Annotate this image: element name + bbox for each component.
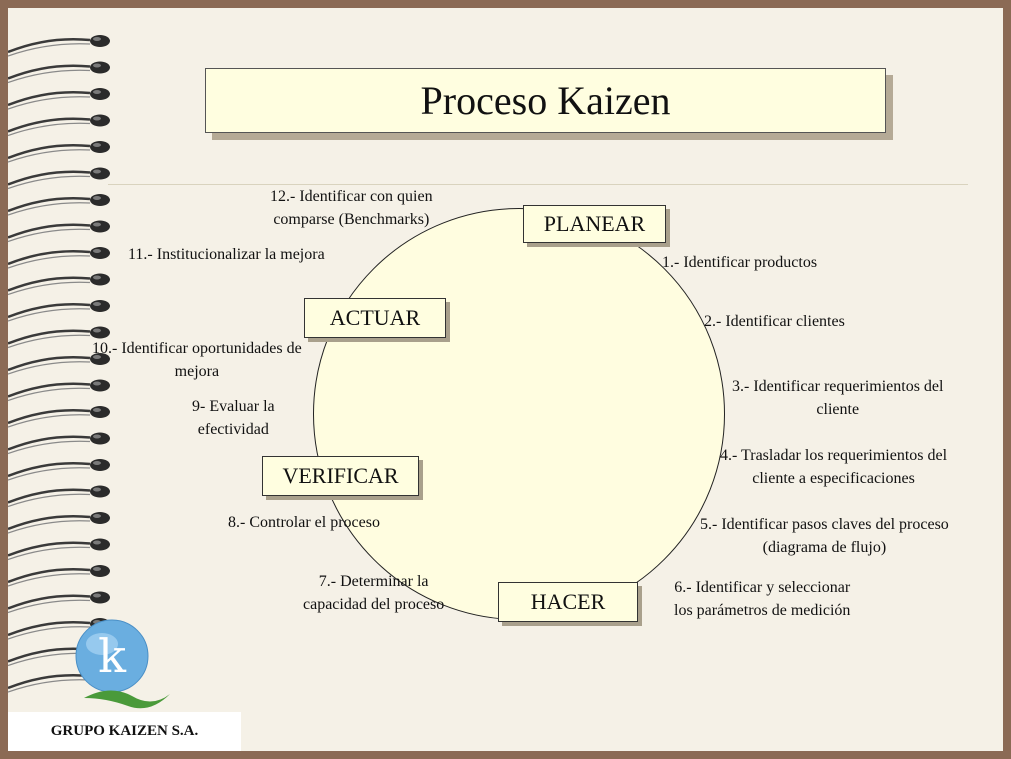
spiral-ring — [8, 300, 110, 322]
step-10-line-2: mejora — [174, 363, 220, 380]
phase-planear: PLANEAR — [523, 205, 666, 243]
step-8: 8.- Controlar el proceso — [228, 511, 380, 534]
spiral-ring — [8, 167, 110, 190]
kaizen-logo-icon: k — [75, 619, 170, 709]
spiral-ring — [8, 326, 110, 349]
step-3-line-1: 3.- Identificar requerimientos del — [732, 378, 944, 395]
step-5-line-2: (diagrama de flujo) — [762, 539, 887, 556]
step-9-line-1: 9- Evaluar la — [192, 398, 275, 415]
spiral-ring — [8, 114, 110, 137]
spiral-ring — [8, 61, 110, 84]
step-5: 5.- Identificar pasos claves del proceso… — [700, 513, 949, 559]
step-10-line-1: 10.- Identificar oportunidades de — [92, 340, 302, 357]
company-label: GRUPO KAIZEN S.A. — [8, 712, 241, 751]
step-6-line-2: los parámetros de medición — [674, 602, 851, 619]
spiral-ring — [8, 379, 110, 402]
step-12-line-2: comparse (Benchmarks) — [273, 211, 430, 228]
spiral-ring — [8, 591, 110, 614]
step-1: 1.- Identificar productos — [662, 251, 817, 274]
step-4-line-1: 4.- Trasladar los requerimientos del — [720, 447, 948, 464]
step-4: 4.- Trasladar los requerimientos del cli… — [720, 444, 947, 490]
spiral-ring — [8, 512, 110, 534]
step-4-line-2: cliente a especificaciones — [752, 470, 915, 487]
logo-letter: k — [98, 629, 127, 683]
step-7: 7.- Determinar la capacidad del proceso — [303, 570, 444, 616]
step-1-line-1: 1.- Identificar productos — [662, 254, 818, 271]
spiral-ring — [8, 565, 110, 587]
company-name: GRUPO KAIZEN S.A. — [50, 723, 199, 739]
phase-hacer: HACER — [498, 582, 638, 622]
step-6-line-1: 6.- Identificar y seleccionar — [674, 579, 851, 596]
phase-actuar: ACTUAR — [304, 298, 446, 338]
step-3: 3.- Identificar requerimientos del clien… — [732, 375, 943, 421]
step-2: 2.- Identificar clientes — [704, 310, 845, 333]
phase-hacer-label: HACER — [530, 589, 606, 614]
spiral-ring — [8, 432, 110, 455]
spiral-ring — [8, 485, 110, 508]
divider — [108, 184, 968, 185]
phase-actuar-label: ACTUAR — [329, 305, 421, 330]
spiral-ring — [8, 35, 110, 57]
cycle-circle — [313, 208, 725, 620]
step-2-line-1: 2.- Identificar clientes — [704, 313, 845, 330]
step-11-line-1: 11.- Institucionalizar la mejora — [128, 246, 325, 263]
spiral-ring — [8, 406, 110, 428]
phase-verificar: VERIFICAR — [262, 456, 419, 496]
step-7-line-2: capacidad del proceso — [303, 596, 445, 613]
step-3-line-2: cliente — [816, 401, 860, 418]
step-9-line-2: efectividad — [197, 421, 269, 438]
slide: Proceso Kaizen PLANEAR ACTUAR VERIFICAR … — [8, 8, 1003, 751]
phase-verificar-label: VERIFICAR — [282, 463, 399, 488]
spiral-ring — [8, 538, 110, 561]
step-9: 9- Evaluar la efectividad — [192, 395, 275, 441]
page-title: Proceso Kaizen — [420, 78, 671, 123]
spiral-ring — [8, 353, 110, 375]
step-12: 12.- Identificar con quien comparse (Ben… — [270, 185, 433, 231]
step-6: 6.- Identificar y seleccionar los paráme… — [674, 576, 850, 622]
step-10: 10.- Identificar oportunidades de mejora — [92, 337, 302, 383]
step-7-line-1: 7.- Determinar la — [318, 573, 429, 590]
title-box: Proceso Kaizen — [205, 68, 886, 133]
spiral-ring — [8, 273, 110, 296]
spiral-ring — [8, 194, 110, 216]
spiral-ring — [8, 141, 110, 163]
spiral-ring — [8, 247, 110, 269]
step-11: 11.- Institucionalizar la mejora — [128, 243, 325, 266]
step-8-line-1: 8.- Controlar el proceso — [228, 514, 380, 531]
phase-planear-label: PLANEAR — [543, 211, 646, 236]
spiral-ring — [8, 459, 110, 481]
spiral-ring — [8, 88, 110, 110]
step-5-line-1: 5.- Identificar pasos claves del proceso — [700, 516, 949, 533]
spiral-ring — [8, 220, 110, 243]
step-12-line-1: 12.- Identificar con quien — [270, 188, 433, 205]
